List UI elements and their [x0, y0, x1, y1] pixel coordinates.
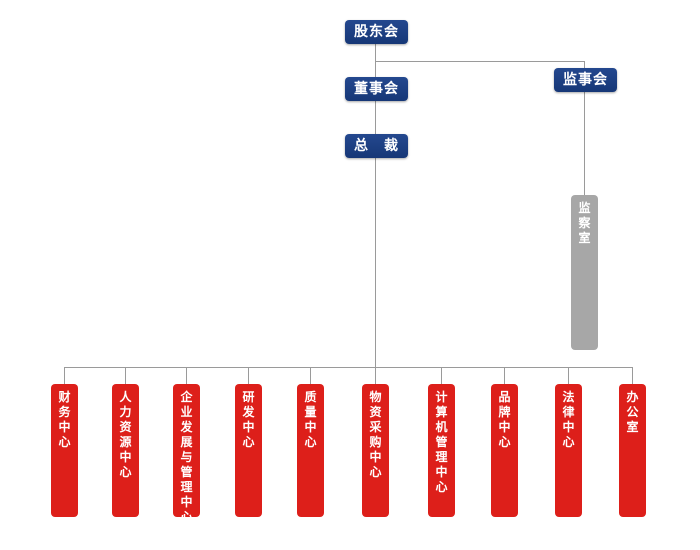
supervision-office-box: 监察室	[571, 195, 598, 350]
connector-supervisors-to-office	[584, 92, 585, 195]
dept-legal-label: 法律中心	[562, 390, 575, 449]
shareholders-box: 股东会	[345, 20, 408, 44]
connector-stub-dept-legal	[568, 367, 569, 384]
dept-legal-box: 法律中心	[555, 384, 582, 517]
connector-main-trunk	[375, 44, 376, 367]
connector-stub-dept-computer-management	[441, 367, 442, 384]
supervisors-box: 监事会	[554, 68, 617, 92]
supervision-office-label: 监察室	[578, 201, 591, 245]
dept-finance-label: 财务中心	[58, 390, 71, 449]
dept-human-resources-label: 人力资源中心	[119, 390, 132, 479]
dept-office-box: 办公室	[619, 384, 646, 517]
president-box: 总 裁	[345, 134, 408, 158]
dept-brand-box: 品牌中心	[491, 384, 518, 517]
dept-computer-management-box: 计算机管理中心	[428, 384, 455, 517]
dept-brand-label: 品牌中心	[498, 390, 511, 449]
board-box: 董事会	[345, 77, 408, 101]
connector-to-supervisors	[375, 61, 584, 62]
dept-procurement-label: 物资采购中心	[369, 390, 382, 479]
dept-procurement-box: 物资采购中心	[362, 384, 389, 517]
connector-stub-dept-office	[632, 367, 633, 384]
dept-quality-box: 质量中心	[297, 384, 324, 517]
connector-stub-dept-procurement	[375, 367, 376, 384]
dept-rnd-box: 研发中心	[235, 384, 262, 517]
connector-departments-bar	[64, 367, 632, 368]
dept-computer-management-label: 计算机管理中心	[435, 390, 448, 494]
dept-human-resources-box: 人力资源中心	[112, 384, 139, 517]
dept-enterprise-development-box: 企业发展与管理中心	[173, 384, 200, 524]
dept-quality-label: 质量中心	[304, 390, 317, 449]
dept-finance-box: 财务中心	[51, 384, 78, 517]
connector-supervisors-down	[584, 61, 585, 69]
dept-enterprise-development-label: 企业发展与管理中心	[180, 390, 193, 524]
connector-stub-dept-rnd	[248, 367, 249, 384]
connector-stub-dept-quality	[310, 367, 311, 384]
connector-stub-dept-finance	[64, 367, 65, 384]
dept-office-label: 办公室	[626, 390, 639, 434]
connector-stub-dept-human-resources	[125, 367, 126, 384]
connector-stub-dept-brand	[504, 367, 505, 384]
dept-rnd-label: 研发中心	[242, 390, 255, 449]
connector-stub-dept-enterprise-development	[186, 367, 187, 384]
